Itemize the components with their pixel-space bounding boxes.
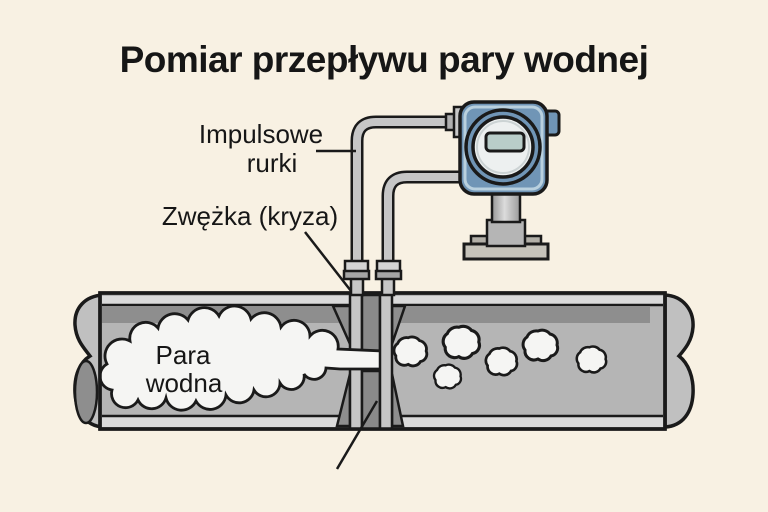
steam-puff bbox=[521, 328, 560, 363]
steam-puff bbox=[392, 335, 429, 368]
steam-puff bbox=[575, 345, 608, 374]
pipe-shadow-right bbox=[392, 306, 650, 323]
orifice-label: Zwężka (kryza) bbox=[162, 201, 338, 231]
left-tap-fitting bbox=[342, 259, 371, 281]
orifice-plate-leader-line bbox=[335, 400, 379, 470]
impulse-tubes bbox=[342, 115, 475, 297]
right-tap-fitting bbox=[374, 259, 403, 281]
left-impulse-tube-fill bbox=[353, 118, 458, 264]
impulse-tubes-label-line1: Impulsowe bbox=[199, 119, 323, 149]
pressure-transmitter bbox=[444, 100, 561, 261]
impulse-tubes-label-line2: rurki bbox=[247, 148, 298, 178]
steam-puff bbox=[484, 346, 519, 377]
steam-cloud-large: Para wodna bbox=[98, 304, 385, 412]
steam-puff bbox=[441, 324, 482, 360]
transmitter-face-inner-ring bbox=[476, 120, 530, 174]
right-impulse-tube-fill bbox=[384, 173, 475, 264]
steam-puff bbox=[432, 363, 463, 390]
orifice-plate-top bbox=[360, 293, 382, 353]
annotations: Impulsowe rurki Zwężka (kryza) bbox=[162, 119, 379, 470]
right-tap-strip bbox=[378, 291, 394, 431]
pipe-left-opening bbox=[73, 359, 99, 425]
steam-label-line2: wodna bbox=[145, 368, 223, 398]
transmitter-display bbox=[484, 131, 526, 153]
transmitter-lower-block bbox=[485, 218, 527, 248]
transmitter-neck bbox=[490, 189, 522, 224]
steam-label-line1: Para bbox=[156, 340, 211, 370]
orifice-leader-line bbox=[304, 231, 352, 292]
page-title: Pomiar przepływu pary wodnej bbox=[120, 39, 649, 80]
pipe-right-cap bbox=[663, 293, 695, 429]
